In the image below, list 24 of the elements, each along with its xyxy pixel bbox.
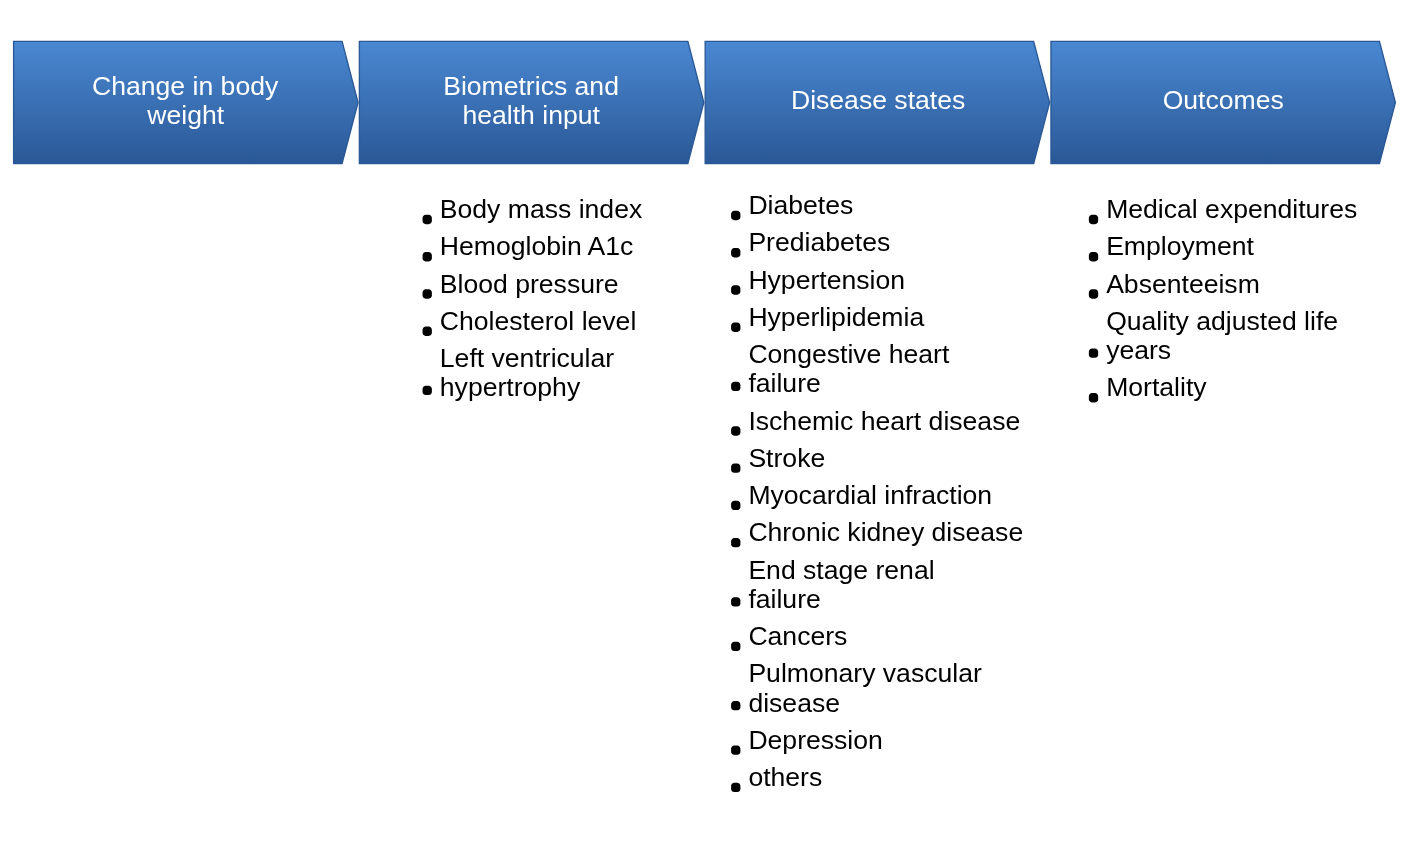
node-label: Cholesterol level	[439, 305, 637, 336]
node-label: Hemoglobin A1c	[439, 231, 634, 262]
node-label: End stage renal failure	[748, 554, 935, 614]
node-label: Mortality	[1106, 372, 1207, 403]
node-label: Depression	[748, 724, 883, 755]
node-label: Myocardial infraction	[748, 480, 993, 511]
node-label: Diabetes	[748, 190, 854, 221]
node-label: Prediabetes	[748, 227, 891, 258]
node-label: Absenteeism	[1106, 268, 1260, 299]
node-label: Blood pressure	[439, 268, 619, 299]
node-label: Congestive heart failure	[748, 339, 950, 399]
node-label: Pulmonary vascular disease	[748, 658, 982, 718]
node-label: Quality adjusted life years	[1106, 305, 1339, 366]
node-label: Hyperlipidemia	[748, 301, 925, 332]
node-label: Stroke	[748, 442, 826, 473]
node-label: Hypertension	[748, 264, 905, 295]
node-label: Cancers	[748, 621, 848, 652]
node-label: Body mass index	[439, 194, 643, 225]
node-label: Left ventricular hypertrophy	[439, 343, 615, 403]
node-label: Ischemic heart disease	[748, 405, 1021, 436]
node-label: Chronic kidney disease	[748, 517, 1024, 548]
node-label: Medical expenditures	[1106, 194, 1358, 225]
node-label: others	[748, 762, 823, 793]
node-label: Employment	[1106, 231, 1254, 262]
